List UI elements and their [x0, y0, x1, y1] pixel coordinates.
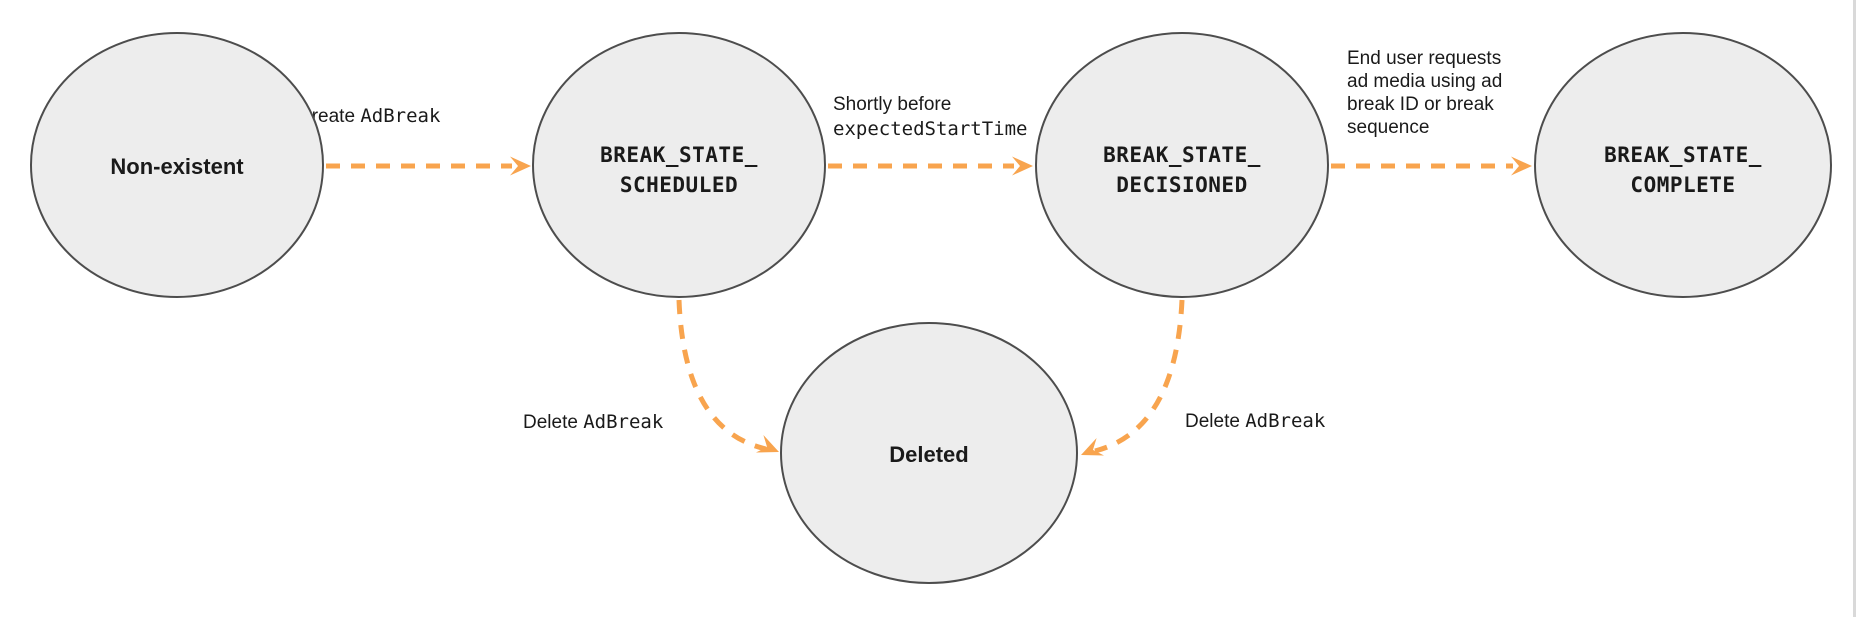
edge-label-create-adbreak: Create AdBreak — [298, 105, 441, 127]
edge-label-delete-adbreak-from-decisioned: Delete AdBreak — [1185, 410, 1326, 432]
edge-line-delete-adbreak-from-scheduled — [676, 299, 767, 452]
page-edge-divider — [1853, 0, 1856, 617]
state-label-break-state-scheduled: BREAK_STATE_SCHEDULED — [600, 143, 758, 197]
state-circle-break-state-decisioned — [1035, 32, 1329, 298]
state-label-break-state-decisioned: BREAK_STATE_DECISIONED — [1103, 143, 1261, 197]
state-label-non-existent: Non-existent — [110, 154, 244, 179]
state-node-break-state-decisioned: BREAK_STATE_DECISIONED — [1035, 32, 1329, 298]
arrowhead-icon — [510, 156, 531, 176]
edge-label-delete-adbreak-from-scheduled: Delete AdBreak — [523, 411, 664, 433]
arrowhead-icon — [1081, 438, 1105, 456]
state-node-deleted: Deleted — [780, 322, 1078, 584]
arrowhead-icon — [1012, 156, 1033, 176]
state-label-break-state-complete: BREAK_STATE_COMPLETE — [1604, 143, 1762, 197]
edge-delete-adbreak-from-scheduled: Delete AdBreak — [523, 299, 779, 453]
state-circle-non-existent — [30, 32, 324, 298]
state-label-deleted: Deleted — [889, 442, 968, 467]
state-node-break-state-scheduled: BREAK_STATE_SCHEDULED — [532, 32, 826, 298]
edge-create-adbreak: Create AdBreak — [298, 105, 531, 176]
state-node-break-state-complete: BREAK_STATE_COMPLETE — [1534, 32, 1832, 298]
state-circle-deleted — [780, 322, 1078, 584]
state-circle-break-state-complete — [1534, 32, 1832, 298]
state-node-non-existent: Non-existent — [30, 32, 324, 298]
edge-line-delete-adbreak-from-decisioned — [1094, 299, 1185, 454]
arrowhead-icon — [755, 435, 779, 453]
arrowhead-icon — [1511, 156, 1532, 176]
state-circle-break-state-scheduled — [532, 32, 826, 298]
edge-delete-adbreak-from-decisioned: Delete AdBreak — [1081, 299, 1326, 456]
